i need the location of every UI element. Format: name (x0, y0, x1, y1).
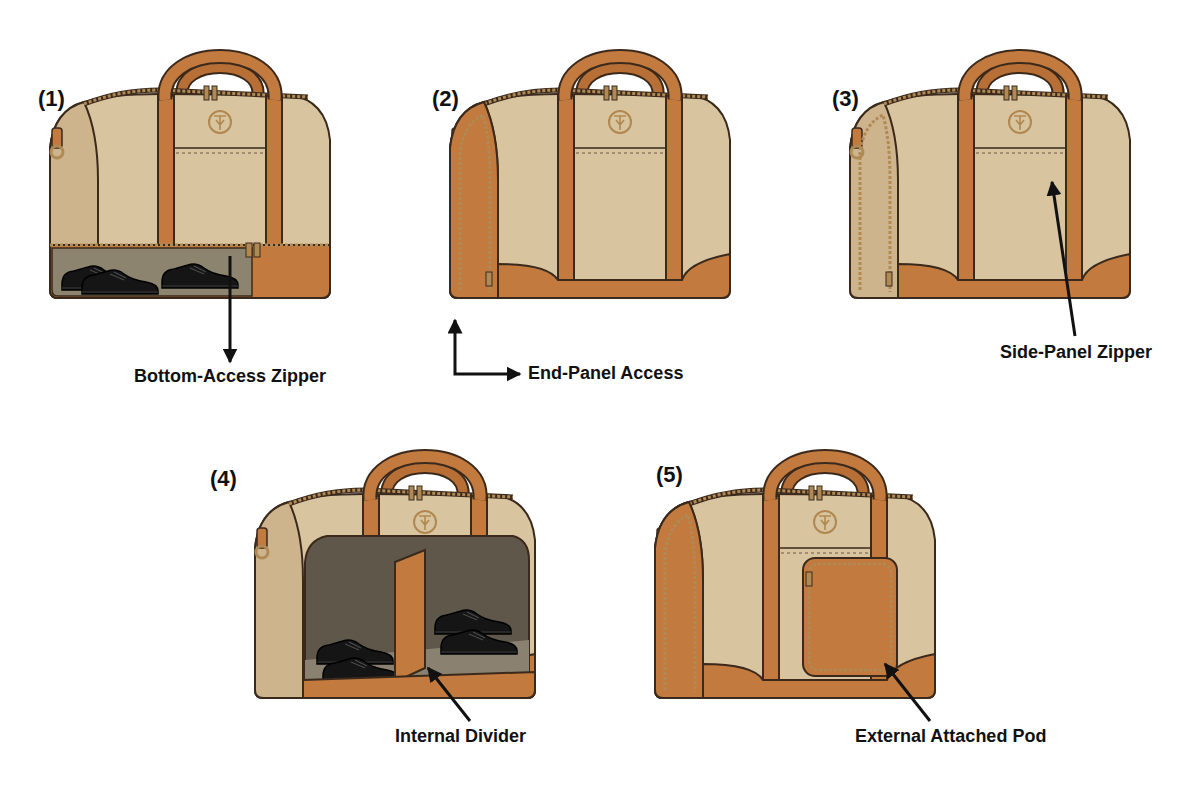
callout-number: (4) (210, 466, 237, 491)
feature-label: Bottom-Access Zipper (134, 366, 326, 387)
callout-number: (2) (432, 86, 459, 111)
bag-end-panel (450, 57, 730, 299)
leader-arrow (455, 320, 520, 374)
leader-arrow (1052, 182, 1075, 336)
bag-internal-divider (255, 457, 535, 699)
callout-number: (3) (832, 86, 859, 111)
bag-bottom-access (50, 57, 330, 299)
bag-side-panel (850, 57, 1130, 299)
feature-label: Side-Panel Zipper (1000, 342, 1152, 363)
feature-label: Internal Divider (395, 726, 526, 747)
leader-arrow (885, 664, 930, 721)
leader-arrow (229, 256, 232, 362)
callout-number: (1) (38, 86, 65, 111)
feature-label: End-Panel Access (528, 363, 683, 384)
callout-number: (5) (656, 462, 683, 487)
leader-arrow (428, 668, 470, 721)
feature-label: External Attached Pod (855, 726, 1046, 747)
bag-external-pod (655, 457, 935, 699)
